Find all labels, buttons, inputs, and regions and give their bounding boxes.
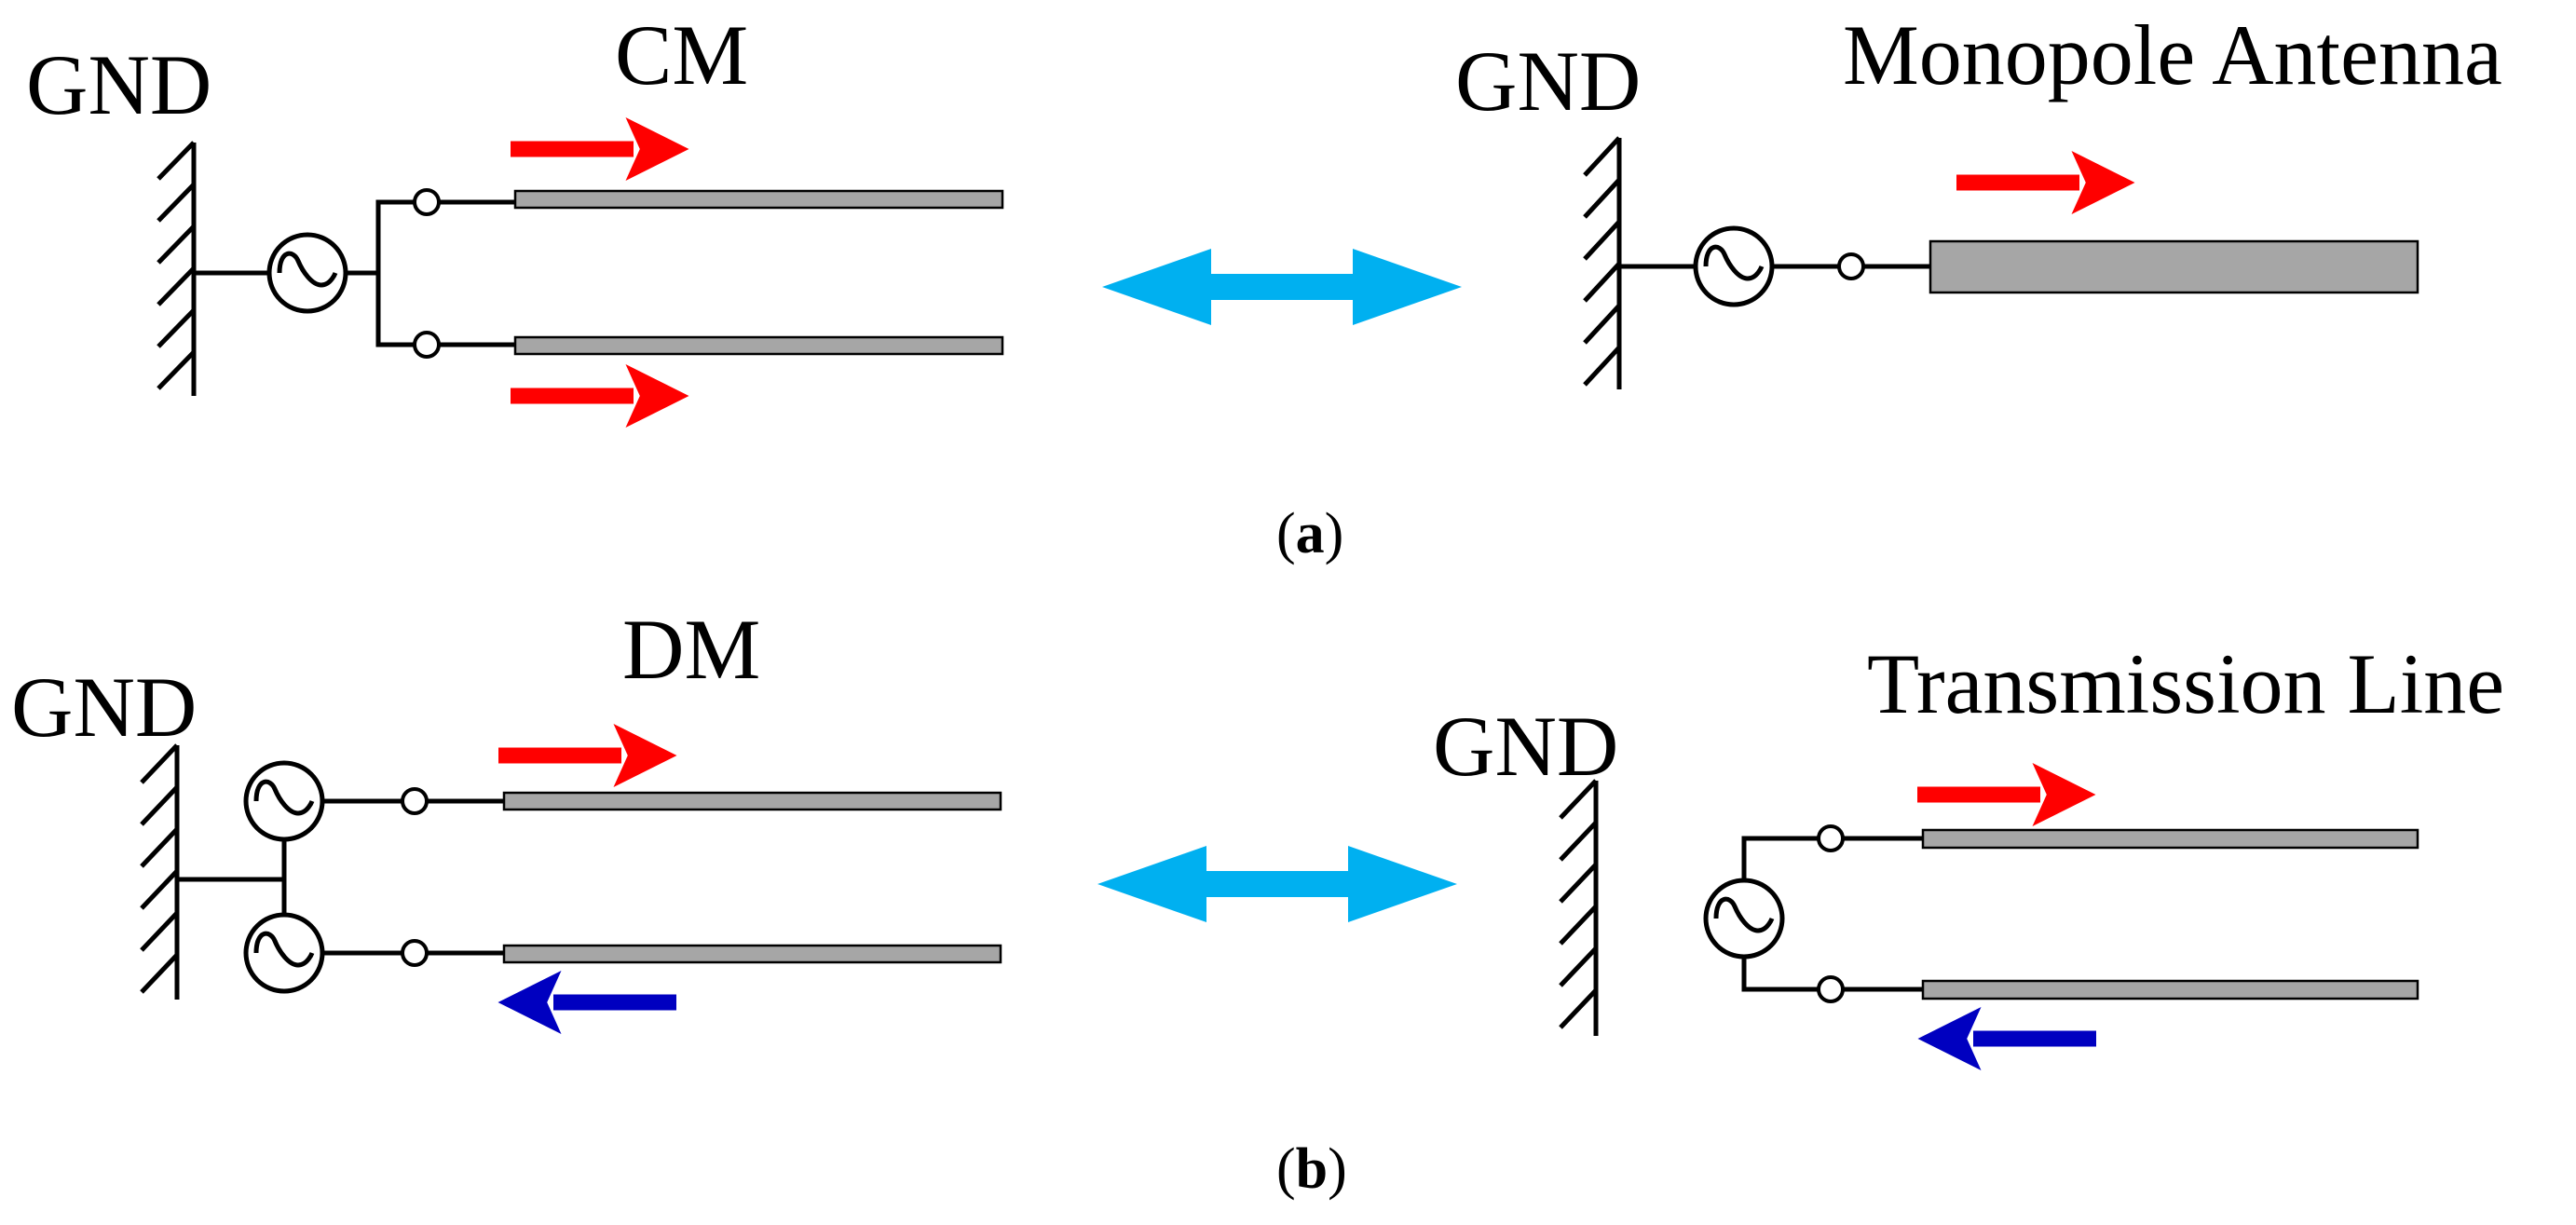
ground-hatch-icon [157, 141, 197, 396]
terminal-lower [1817, 975, 1845, 1003]
monopole-title: Monopole Antenna [1843, 7, 2502, 102]
tl-title: Transmission Line [1867, 636, 2504, 731]
caption-b: (b) [1276, 1137, 1347, 1201]
equivalence-arrow-a [1102, 249, 1462, 325]
terminal-upper [401, 787, 429, 815]
cm-gnd-label: GND [26, 37, 211, 132]
cm-title: CM [615, 7, 748, 102]
loop-wire [1741, 836, 1819, 992]
conductor-upper [1921, 828, 2419, 850]
conductor-lower [502, 944, 1002, 964]
conductor-upper [513, 189, 1004, 210]
terminal-lower [401, 939, 429, 967]
terminal-upper [1817, 824, 1845, 852]
ac-source-icon [243, 760, 325, 842]
dm-title: DM [622, 602, 760, 697]
ground-hatch-icon [140, 743, 180, 1000]
transmission-line-circuit: GND Transmission Line [1433, 636, 2504, 1070]
caption-a: (a) [1276, 502, 1343, 565]
dm-circuit: GND DM [11, 602, 1002, 1034]
conductor-lower [513, 335, 1004, 356]
monopole-circuit: GND Monopole Antenna [1455, 7, 2502, 389]
ground-hatch-icon [1559, 779, 1599, 1036]
monopole-gnd-label: GND [1455, 34, 1641, 129]
dm-gnd-label: GND [11, 660, 197, 755]
ground-hatch-icon [1583, 136, 1622, 389]
source-branch-wire [346, 199, 416, 347]
ac-source-icon [243, 912, 325, 994]
tl-gnd-label: GND [1433, 699, 1618, 794]
panel-b: GND DM [11, 602, 2504, 1201]
equivalence-arrow-b [1097, 846, 1457, 922]
ac-source-icon [1703, 878, 1785, 960]
terminal [1837, 252, 1865, 280]
monopole-conductor [1929, 239, 2419, 294]
cm-circuit: GND CM [26, 7, 1004, 428]
ac-source-icon [266, 232, 348, 314]
conductor-lower [1921, 979, 2419, 1000]
terminal-upper [413, 188, 441, 216]
conductor-upper [502, 791, 1002, 811]
ac-source-icon [1693, 225, 1775, 307]
gnd-to-sources-wire [177, 838, 287, 918]
terminal-lower [413, 331, 441, 359]
panel-a: GND CM [26, 7, 2502, 565]
